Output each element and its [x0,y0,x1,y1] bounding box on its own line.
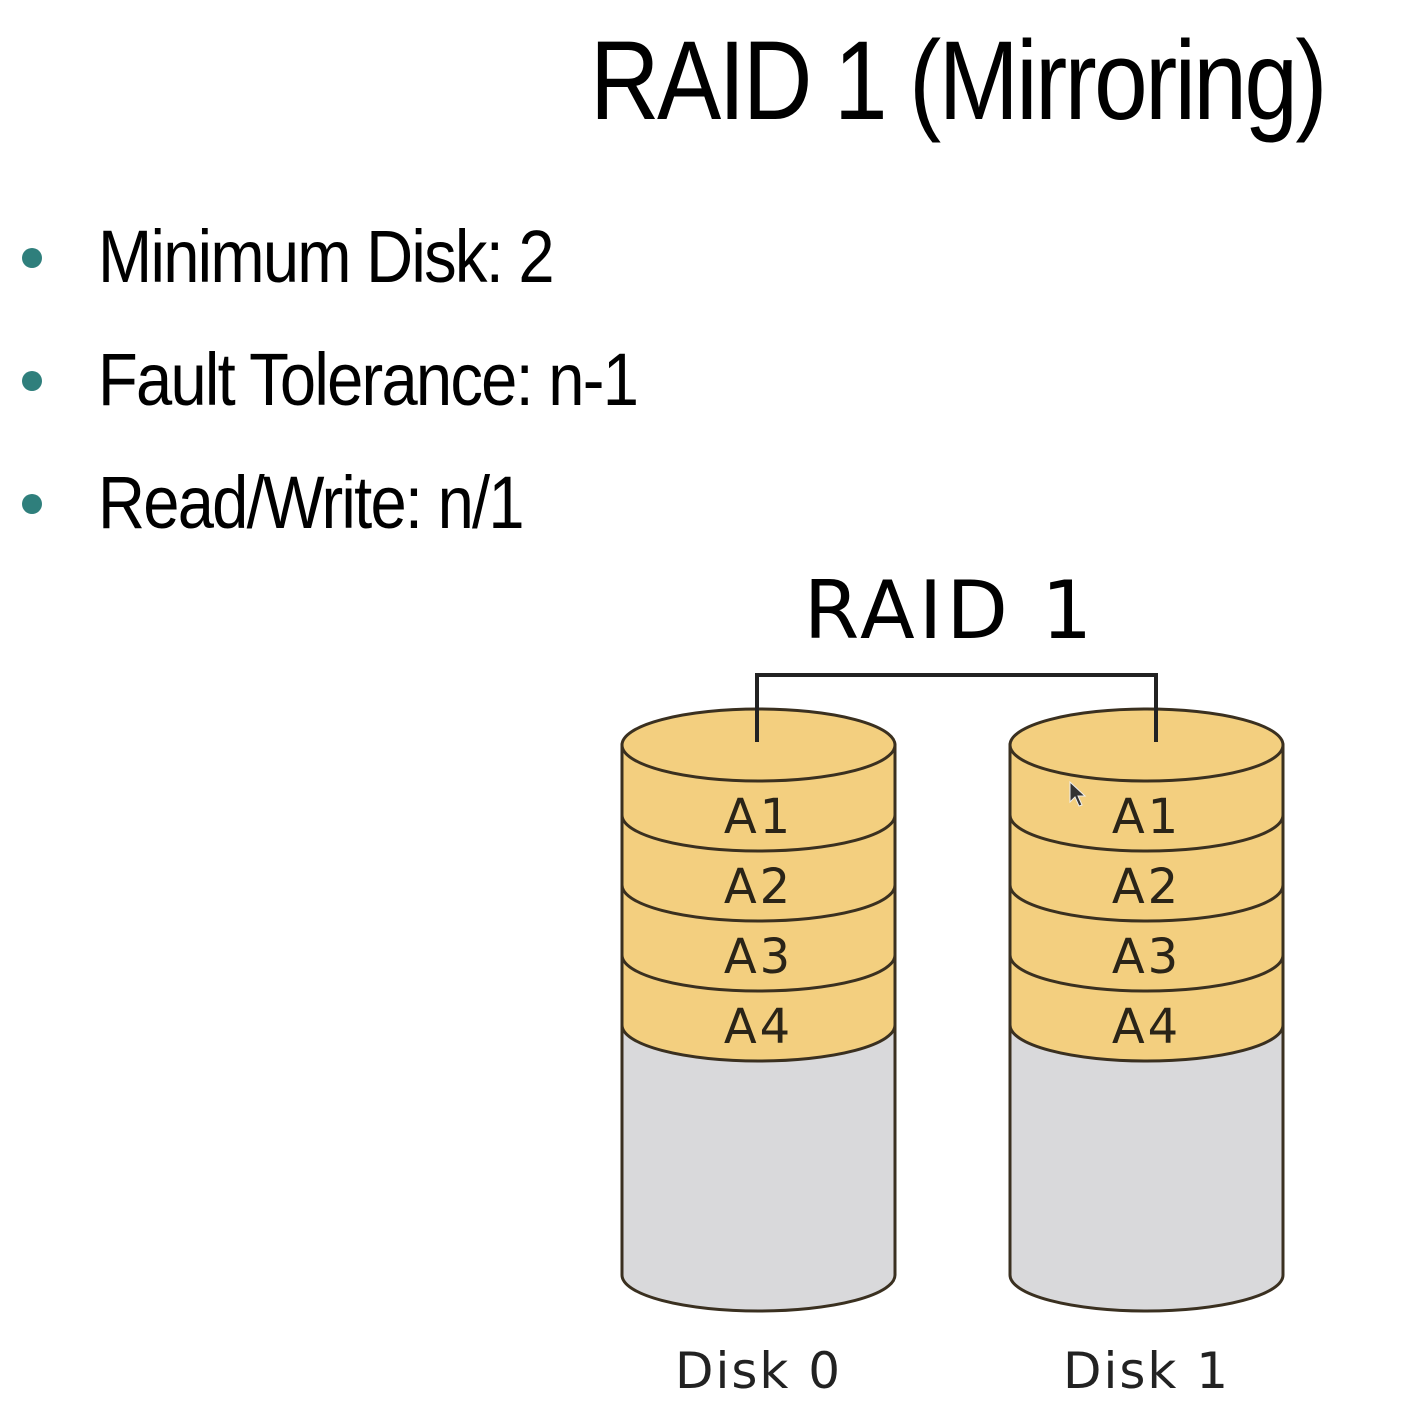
diagram-title: RAID 1 [804,564,1097,657]
bullet-item: Minimum Disk: 2 [22,195,711,318]
mouse-cursor-icon [1069,780,1087,807]
block-label: A1 [1112,789,1181,845]
block-label: A3 [1112,929,1181,985]
bullet-text: Minimum Disk: 2 [98,215,555,298]
disk-label: Disk 1 [1063,1342,1230,1400]
block-label: A4 [1112,999,1181,1055]
block-label: A3 [724,929,793,985]
bullet-dot-icon [22,493,42,514]
block-label: A2 [1112,859,1181,915]
disk-empty-space [1008,1023,1285,1313]
bullet-item: Fault Tolerance: n-1 [22,318,711,441]
bullet-dot-icon [22,370,42,391]
disk-empty-space [620,1023,897,1313]
bullet-dot-icon [22,247,42,268]
slide-title: RAID 1 (Mirroring) [590,18,1327,143]
bullet-item: Read/Write: n/1 [22,441,711,564]
bullet-text: Fault Tolerance: n-1 [98,338,639,421]
bullet-text: Read/Write: n/1 [98,461,525,544]
bullet-list: Minimum Disk: 2 Fault Tolerance: n-1 Rea… [22,195,711,564]
block-label: A2 [724,859,793,915]
block-label: A4 [724,999,793,1055]
block-label: A1 [724,789,793,845]
disk-label: Disk 0 [675,1342,842,1400]
disk-top [1008,707,1285,783]
